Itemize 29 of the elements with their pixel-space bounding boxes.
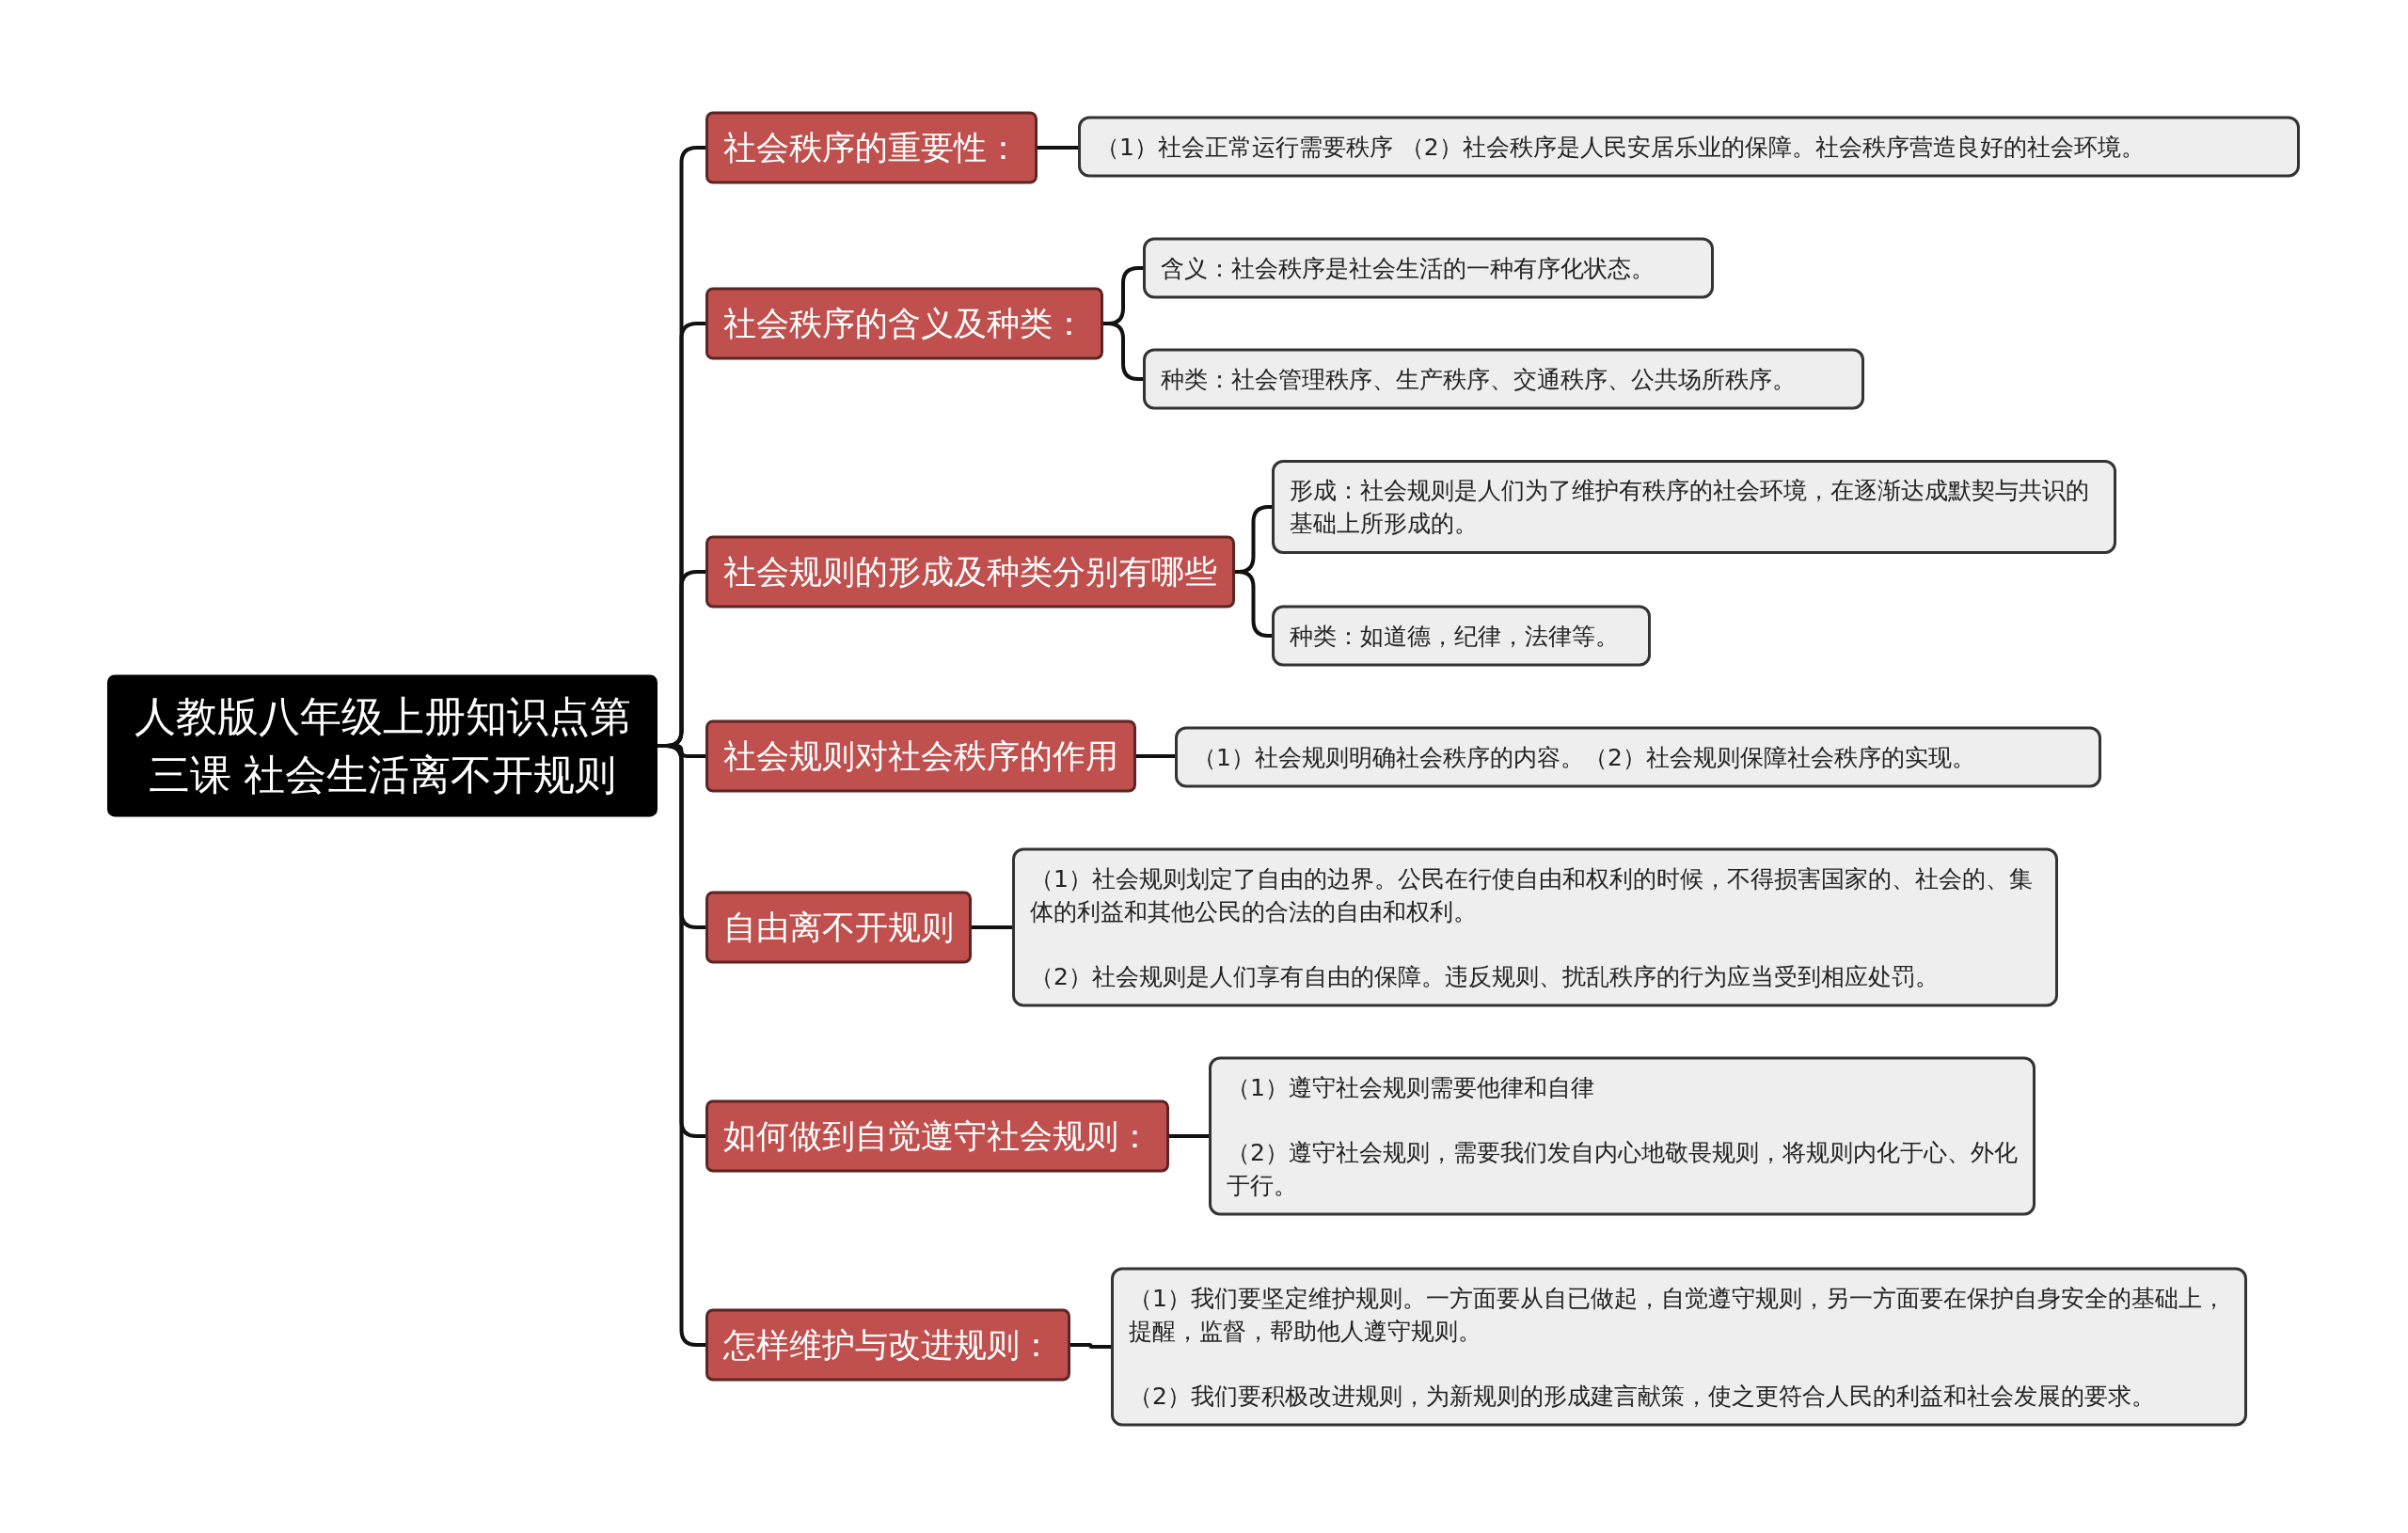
connector-line — [1038, 146, 1078, 150]
detail-box: 含义：社会秩序是社会生活的一种有序化状态。 — [1143, 237, 1714, 299]
detail-box: （1）社会正常运行需要秩序 （2）社会秩序是人民安居乐业的保障。社会秩序营造良好的社会环境。 — [1078, 116, 2300, 178]
connector-line — [1169, 1134, 1209, 1138]
paragraph: （2）我们要积极改进规则，为新规则的形成建言献策，使之更符合人民的利益和社会发展的要求。 — [1129, 1381, 2156, 1412]
paragraph: （2）遵守社会规则，需要我们发自内心地敬畏规则，将规则内化于心、外化于行。 — [1227, 1137, 2018, 1201]
topic-box: 社会秩序的含义及种类： — [705, 287, 1103, 360]
detail-box — [1209, 1056, 2036, 1216]
detail-box: 种类：如道德，纪律，法律等。 — [1272, 605, 1651, 667]
connector-line — [1136, 754, 1175, 758]
detail-box: （1）社会规则明确社会秩序的内容。（2）社会规则保障社会秩序的实现。 — [1175, 726, 2101, 788]
paragraph: （1）遵守社会规则需要他律和自律 — [1227, 1072, 1595, 1103]
detail-box: 种类：社会管理秩序、生产秩序、交通秩序、公共场所秩序。 — [1143, 348, 1864, 410]
connector-line — [972, 925, 1012, 929]
connector-line — [1070, 1343, 1111, 1349]
paragraph: （1）社会规则划定了自由的边界。公民在行使自由和权利的时候，不得损害国家的、社会的、集体的利益和其他公民的合法的自由和权利。 — [1030, 863, 2034, 927]
connector-line — [1235, 570, 1272, 638]
paragraph: （1）我们要坚定维护规则。一方面要从自已做起，自觉遵守规则，另一方面要在保护自身安全的基础上，提醒，监督，帮助他人遵守规则。 — [1129, 1283, 2226, 1347]
detail-box: 形成：社会规则是人们为了维护有秩序的社会环境，在逐渐达成默契与共识的基础上所形成的。 — [1272, 460, 2116, 554]
detail-box — [1111, 1267, 2247, 1427]
central-topic: 人教版八年级上册知识点第三课 社会生活离不开规则 — [107, 674, 657, 817]
detail-box — [1012, 847, 2058, 1007]
topic-box: 如何做到自觉遵守社会规则： — [705, 1099, 1169, 1173]
topic-box: 社会规则对社会秩序的作用 — [705, 719, 1136, 793]
topic-box: 社会秩序的重要性： — [705, 111, 1038, 184]
topic-box: 自由离不开规则 — [705, 891, 972, 964]
topic-box: 社会规则的形成及种类分别有哪些 — [705, 535, 1235, 608]
paragraph: （2）社会规则是人们享有自由的保障。违反规则、扰乱秩序的行为应当受到相应处罚。 — [1030, 961, 1940, 992]
topic-box: 怎样维护与改进规则： — [705, 1308, 1070, 1382]
